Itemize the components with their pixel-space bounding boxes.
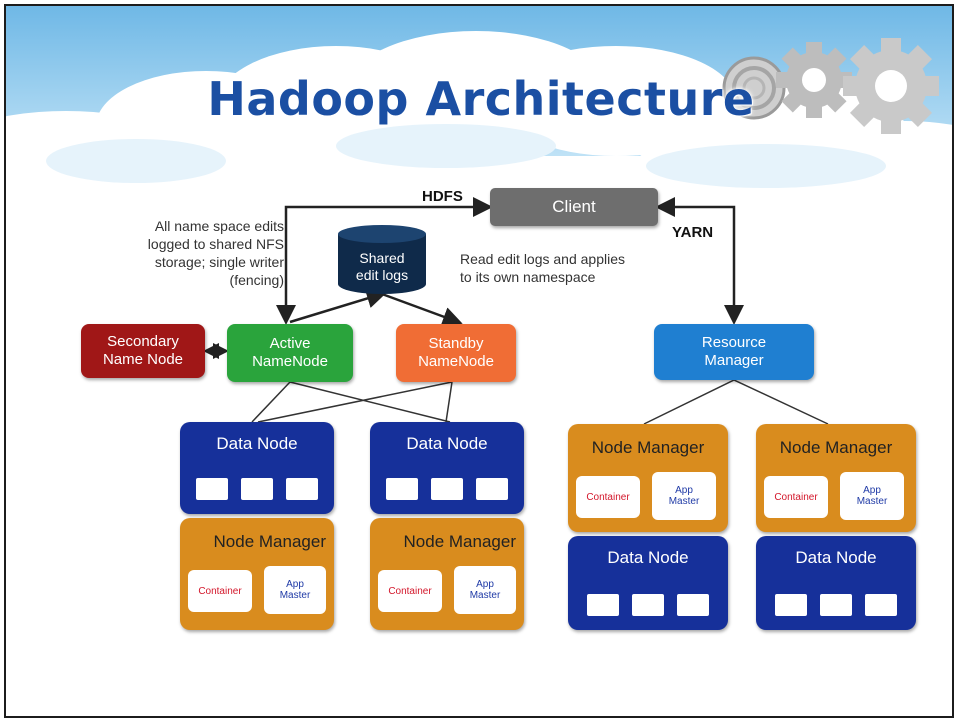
container-box: Container	[576, 476, 640, 518]
container-box: Container	[378, 570, 442, 612]
data-block	[476, 478, 508, 500]
data-block	[677, 594, 709, 616]
app-master-box: App Master	[652, 472, 716, 520]
standby-namenode-line: NameNode	[418, 353, 494, 370]
data-block	[196, 478, 228, 500]
client-node: Client	[490, 188, 658, 226]
left-note-line: All name space edits	[154, 218, 284, 234]
app-master-box: App Master	[840, 472, 904, 520]
middle-note: Read edit logs and applies to its own na…	[460, 250, 680, 286]
secondary-name-node-line: Name Node	[102, 351, 184, 368]
data-block	[286, 478, 318, 500]
data-node-title: Data Node	[607, 548, 689, 567]
active-namenode-line: Active	[269, 335, 311, 352]
data-node-blocks	[370, 478, 524, 500]
data-block	[632, 594, 664, 616]
shared-edit-logs-line: Shared	[359, 250, 405, 266]
data-block	[241, 478, 273, 500]
middle-note-line: to its own namespace	[460, 269, 596, 285]
diagram-connectors	[203, 197, 829, 425]
data-node-title: Data Node	[406, 434, 488, 453]
resource-manager: Resource Manager	[654, 324, 814, 380]
data-block	[431, 478, 463, 500]
left-note-line: storage; single writer	[154, 254, 284, 270]
app-master-line: Master	[668, 496, 700, 507]
container-box: Container	[188, 570, 252, 612]
standby-namenode: Standby NameNode	[396, 324, 516, 382]
data-node-blocks	[756, 594, 916, 616]
app-master-line: Master	[856, 496, 888, 507]
app-master-line: App	[675, 485, 693, 496]
shared-edit-logs-database-icon	[338, 225, 426, 294]
hdfs-label: HDFS	[422, 188, 463, 205]
node-manager: Node Manager Container App Master	[370, 518, 524, 630]
data-node: Data Node	[568, 536, 728, 630]
data-node-blocks	[568, 594, 728, 616]
secondary-name-node-line: Secondary	[107, 333, 179, 350]
left-note: All name space edits logged to shared NF…	[102, 217, 284, 289]
app-master-box: App Master	[454, 566, 516, 614]
app-master-line: Master	[469, 590, 501, 601]
data-node-title: Data Node	[795, 548, 877, 567]
active-namenode: Active NameNode	[227, 324, 353, 382]
app-master-line: App	[863, 485, 881, 496]
app-master-line: Master	[279, 590, 311, 601]
data-block	[775, 594, 807, 616]
data-node-blocks	[180, 478, 334, 500]
middle-note-line: Read edit logs and applies	[460, 251, 626, 267]
resource-manager-line: Resource	[701, 334, 767, 351]
node-manager: Node Manager Container App Master	[756, 424, 916, 532]
app-master-box: App Master	[264, 566, 326, 614]
app-master-line: App	[476, 579, 494, 590]
node-manager-title: Node Manager	[213, 532, 326, 551]
page-title: Hadoop Architecture	[207, 72, 755, 126]
data-node: Data Node	[756, 536, 916, 630]
secondary-name-node: Secondary Name Node	[81, 324, 205, 378]
slide-frame: Hadoop Architecture HDFS YARN Clien	[4, 4, 954, 718]
node-manager: Node Manager Container App Master	[568, 424, 728, 532]
shared-edit-logs-label: Shared edit logs	[336, 250, 428, 284]
container-box: Container	[764, 476, 828, 518]
standby-namenode-line: Standby	[428, 335, 484, 352]
data-block	[587, 594, 619, 616]
node-manager-title: Node Manager	[403, 532, 516, 551]
node-manager-title: Node Manager	[779, 438, 893, 457]
yarn-label: YARN	[672, 224, 714, 241]
data-node-title: Data Node	[216, 434, 298, 453]
data-block	[865, 594, 897, 616]
gear-icon	[722, 38, 939, 134]
node-manager-title: Node Manager	[591, 438, 705, 457]
data-node: Data Node	[370, 422, 524, 514]
data-node: Data Node	[180, 422, 334, 514]
node-manager: Node Manager Container App Master	[180, 518, 334, 630]
shared-edit-logs-line: edit logs	[355, 267, 409, 283]
cloud-background	[6, 6, 952, 206]
data-block	[820, 594, 852, 616]
left-note-line: (fencing)	[229, 272, 284, 288]
active-namenode-line: NameNode	[252, 353, 328, 370]
left-note-line: logged to shared NFS	[147, 236, 284, 252]
app-master-line: App	[286, 579, 304, 590]
data-block	[386, 478, 418, 500]
resource-manager-line: Manager	[704, 352, 764, 369]
